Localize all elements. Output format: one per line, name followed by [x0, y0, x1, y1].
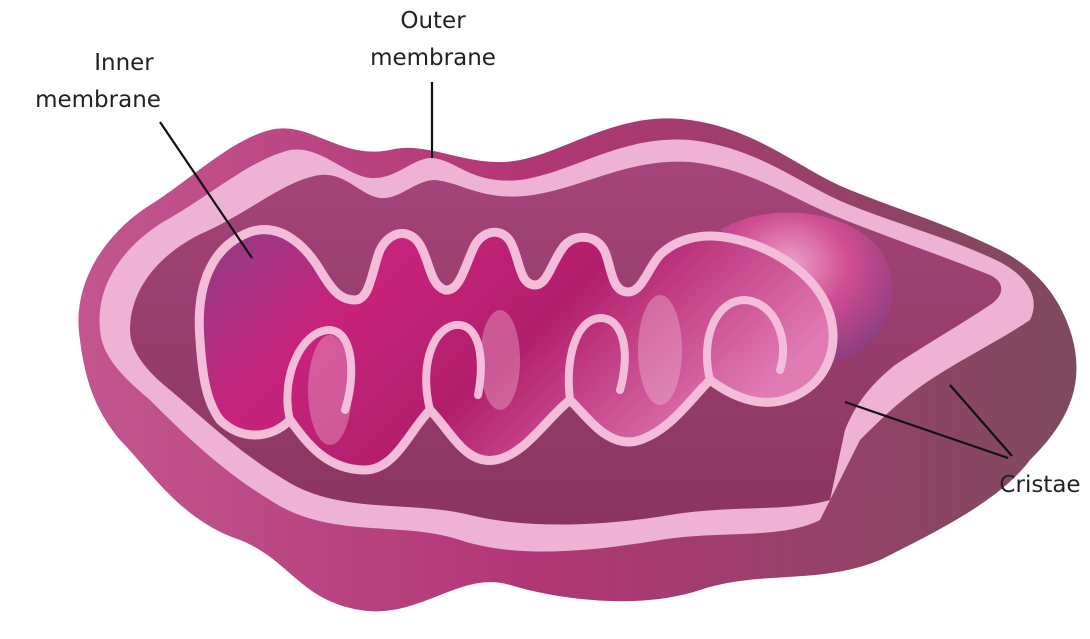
label-cristae: Cristae	[999, 472, 1080, 498]
label-outer-membrane-line1: Outer	[400, 8, 466, 34]
label-inner-membrane-line2: membrane	[35, 87, 161, 113]
label-outer-membrane-line2: membrane	[370, 45, 496, 71]
label-inner-membrane-line1: Inner	[94, 50, 154, 76]
